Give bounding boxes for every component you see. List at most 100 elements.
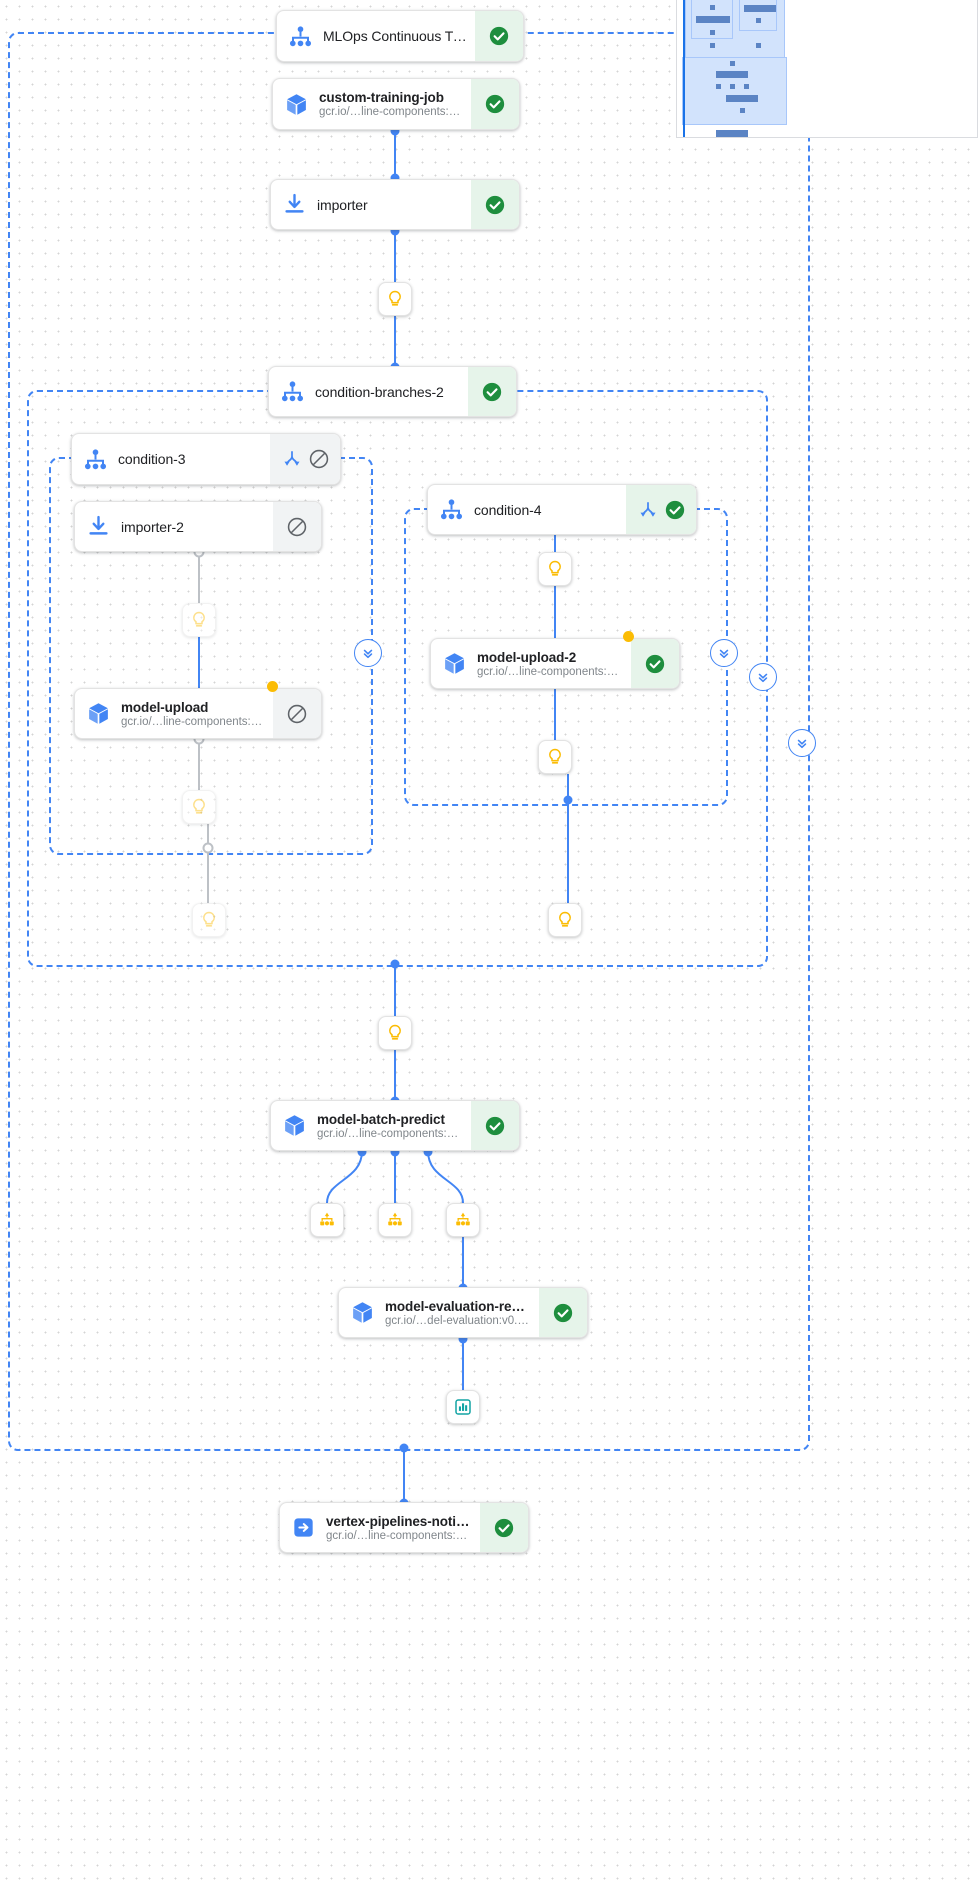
node-icon-wrap: [273, 79, 319, 129]
artifact-system-artifact-icon[interactable]: [378, 1203, 412, 1237]
check-circle-icon: [493, 1517, 515, 1539]
node-icon-wrap: [271, 1101, 317, 1150]
minimap-node: [716, 71, 748, 78]
import-download-icon: [86, 514, 111, 539]
lightbulb-icon: [545, 747, 565, 767]
node-vertex-pipelines-notification[interactable]: vertex-pipelines-notificat…gcr.io/…line-…: [279, 1502, 529, 1553]
node-body: model-evaluation-regres…gcr.io/…del-eval…: [385, 1288, 539, 1337]
pipeline-dag-icon: [83, 447, 108, 472]
check-circle-icon: [644, 653, 666, 675]
node-title: condition-branches-2: [315, 383, 444, 400]
node-status-badge[interactable]: [475, 11, 523, 61]
check-circle-icon: [481, 381, 503, 403]
artifact-system-artifact-icon[interactable]: [310, 1203, 344, 1237]
artifact-metrics-chart-icon[interactable]: [446, 1390, 480, 1424]
node-icon-wrap: [75, 502, 121, 551]
artifact-lightbulb-icon[interactable]: [182, 790, 216, 824]
node-importer[interactable]: importer: [270, 179, 520, 230]
node-title: condition-4: [474, 501, 542, 518]
node-status-badge[interactable]: [471, 180, 519, 229]
check-circle-icon: [484, 93, 506, 115]
node-importer-2[interactable]: importer-2: [74, 501, 322, 552]
chevron-collapse-icon: [715, 644, 733, 662]
node-condition-branches-2[interactable]: condition-branches-2: [268, 366, 517, 417]
minimap-artifact: [756, 43, 761, 48]
metrics-chart-icon: [453, 1397, 473, 1417]
node-status-badge[interactable]: [270, 434, 340, 484]
minimap-artifact: [756, 18, 761, 23]
node-mlops-continuous-training[interactable]: MLOps Continuous Traini…: [276, 10, 524, 62]
node-status-badge[interactable]: [631, 639, 679, 688]
node-status-badge[interactable]: [273, 502, 321, 551]
node-condition-3[interactable]: condition-3: [71, 433, 341, 485]
node-subtitle: gcr.io/…del-evaluation:v0.9.3: [385, 1314, 531, 1327]
node-body: condition-4: [474, 485, 626, 534]
collapse-condition-3[interactable]: [354, 639, 382, 667]
artifact-lightbulb-icon[interactable]: [378, 1016, 412, 1050]
node-status-badge[interactable]: [471, 79, 519, 129]
system-artifact-icon: [317, 1210, 337, 1230]
artifact-lightbulb-icon[interactable]: [378, 282, 412, 316]
collapse-condition-4[interactable]: [710, 639, 738, 667]
node-title: model-upload: [121, 699, 209, 715]
artifact-lightbulb-icon[interactable]: [192, 903, 226, 937]
collapse-branches-2[interactable]: [749, 663, 777, 691]
node-title: custom-training-job: [319, 90, 444, 105]
node-icon-wrap: [428, 485, 474, 534]
node-model-evaluation-regression[interactable]: model-evaluation-regres…gcr.io/…del-eval…: [338, 1287, 588, 1338]
container-box-icon: [350, 1300, 375, 1325]
node-title: importer-2: [121, 518, 184, 535]
artifact-lightbulb-icon[interactable]: [538, 552, 572, 586]
chevron-collapse-icon: [793, 734, 811, 752]
node-subtitle: gcr.io/…line-components:2.6.0: [121, 715, 265, 728]
node-body: vertex-pipelines-notificat…gcr.io/…line-…: [326, 1503, 480, 1552]
lightbulb-icon: [555, 910, 575, 930]
artifact-system-artifact-icon[interactable]: [446, 1203, 480, 1237]
graph-minimap[interactable]: [676, 0, 978, 138]
artifact-lightbulb-icon[interactable]: [548, 903, 582, 937]
minimap-viewport[interactable]: [677, 0, 685, 137]
node-icon-wrap: [339, 1288, 385, 1337]
pipeline-dag-icon: [439, 497, 464, 522]
lightbulb-icon: [545, 559, 565, 579]
lightbulb-icon: [385, 289, 405, 309]
node-icon-wrap: [431, 639, 477, 688]
minimap-artifact: [730, 84, 735, 89]
node-condition-4[interactable]: condition-4: [427, 484, 697, 535]
container-box-icon: [282, 1113, 307, 1138]
block-circle-icon: [286, 516, 308, 538]
minimap-node: [726, 95, 758, 102]
node-subtitle: gcr.io/…line-components:2.6.0: [317, 1127, 463, 1140]
container-box-icon: [284, 92, 309, 117]
check-circle-icon: [664, 499, 686, 521]
block-circle-icon: [308, 448, 330, 470]
exit-arrow-icon: [291, 1515, 316, 1540]
collapse-root[interactable]: [788, 729, 816, 757]
lightbulb-icon: [385, 1023, 405, 1043]
node-icon-wrap: [75, 689, 121, 738]
minimap-artifact: [744, 84, 749, 89]
container-box-icon: [86, 701, 111, 726]
artifact-lightbulb-icon[interactable]: [182, 603, 216, 637]
node-title: importer: [317, 196, 368, 213]
node-status-badge[interactable]: [480, 1503, 528, 1552]
node-status-badge[interactable]: [539, 1288, 587, 1337]
minimap-node: [696, 16, 730, 23]
node-status-badge[interactable]: [468, 367, 516, 416]
artifact-lightbulb-icon[interactable]: [538, 740, 572, 774]
node-title: MLOps Continuous Traini…: [323, 28, 467, 44]
node-icon-wrap: [269, 367, 315, 416]
node-title: model-evaluation-regres…: [385, 1298, 531, 1314]
node-status-badge[interactable]: [273, 689, 321, 738]
node-status-badge[interactable]: [626, 485, 696, 534]
node-status-badge[interactable]: [471, 1101, 519, 1150]
node-title: condition-3: [118, 451, 186, 467]
node-subtitle: gcr.io/…line-components:2.6.0: [319, 106, 463, 118]
minimap-node: [716, 130, 748, 137]
